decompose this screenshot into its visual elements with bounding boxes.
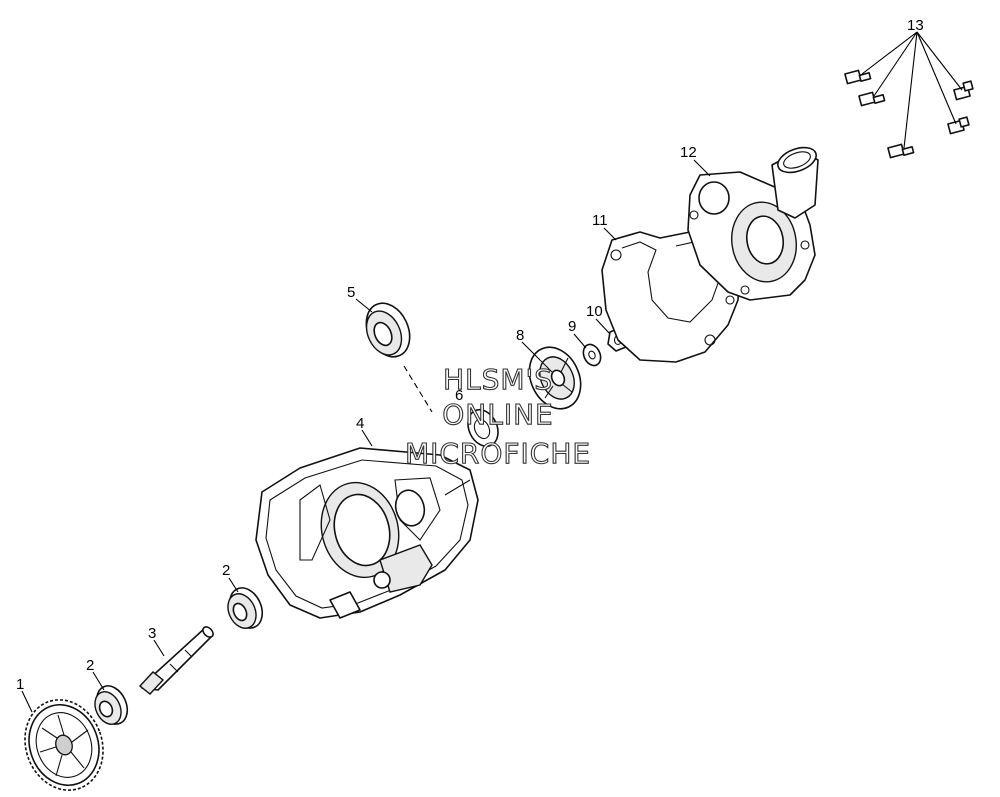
part-9-washer <box>582 343 602 367</box>
part-1-pulley <box>24 699 104 791</box>
bolt-4 <box>953 80 974 101</box>
label-part-6: 6 <box>455 387 463 404</box>
label-part-1: 1 <box>16 676 24 693</box>
leader-lines <box>21 31 963 713</box>
bolt-3 <box>887 143 915 159</box>
part-13-bolts <box>844 69 974 159</box>
part-5-seal <box>365 302 411 358</box>
part-3-shaft <box>138 626 214 695</box>
label-part-9: 9 <box>568 318 576 335</box>
bolt-2 <box>858 91 886 107</box>
part-12-pump-cover <box>687 146 819 301</box>
part-labels: 1 2 3 2 4 5 6 8 9 10 11 12 13 <box>16 17 924 693</box>
label-part-2-upper: 2 <box>222 562 230 579</box>
label-part-10: 10 <box>586 303 603 320</box>
label-part-3: 3 <box>148 625 156 642</box>
part-2-bearing-upper <box>227 587 264 629</box>
part-2-bearing-lower <box>94 685 129 725</box>
part-6-seal-ring <box>467 408 499 448</box>
bolt-5 <box>947 116 970 135</box>
label-part-11: 11 <box>592 212 608 229</box>
part-4-pump-housing <box>255 447 479 619</box>
label-part-13: 13 <box>907 17 924 34</box>
part-8-impeller <box>528 346 582 410</box>
label-part-12: 12 <box>680 144 697 161</box>
label-part-2-lower: 2 <box>86 657 94 674</box>
bolt-1 <box>844 69 872 85</box>
label-part-5: 5 <box>347 284 355 301</box>
label-part-4: 4 <box>356 415 364 432</box>
label-part-8: 8 <box>516 327 524 344</box>
